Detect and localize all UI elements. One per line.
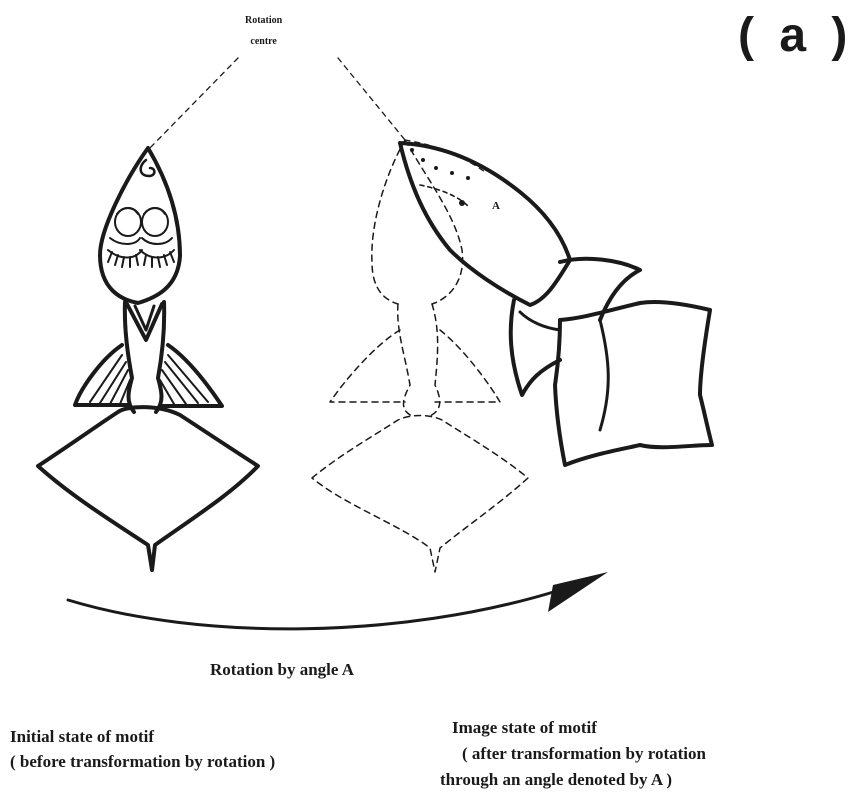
rotation-centre-line1: Rotation [245,10,282,31]
rotation-centre-label: Rotation centre [245,10,282,52]
arrow-head [548,572,608,612]
image-state-title: Image state of motif [452,718,597,738]
image-motif [400,143,712,465]
image-state-line3: through an angle denoted by A ) [440,770,672,790]
panel-tag: ( a ) [738,8,853,63]
arrow-caption: Rotation by angle A [210,660,354,680]
construction-lines [148,58,485,172]
angle-marker: A [492,200,500,212]
image-state-line2: ( after transformation by rotation [462,744,706,764]
rotation-arrow [68,590,560,629]
rotation-centre-line2: centre [245,31,282,52]
initial-state-title: Initial state of motif [10,727,154,747]
initial-motif [38,148,258,570]
initial-state-subtitle: ( before transformation by rotation ) [10,752,275,772]
